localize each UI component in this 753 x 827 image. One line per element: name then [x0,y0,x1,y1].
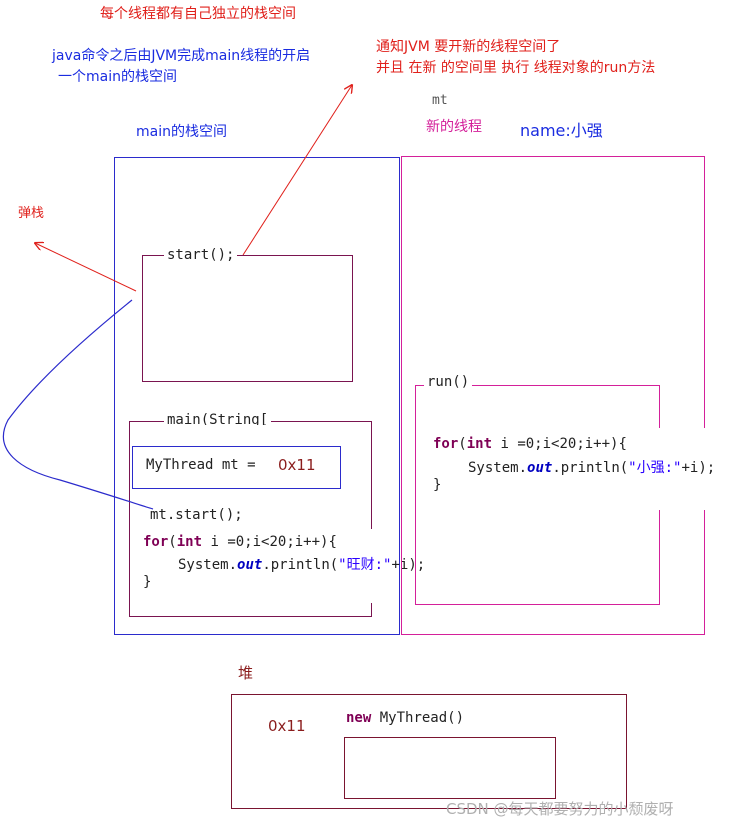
main-print-line: System.out.println("旺财:"+i); [178,554,425,574]
heap-constructor: MyThread() [371,710,465,726]
out-field: out [527,460,553,476]
variable-box [132,446,341,489]
heap-address: 0x11 [268,717,306,735]
pop-stack-note: 弹栈 [18,206,45,221]
heap-new-expression: new MyThread() [346,710,464,726]
thread-for-line: for(int i =0;i<20;i++){ [433,436,627,452]
pop-stack-arrow [35,243,137,292]
start-call: mt.start(); [150,507,243,523]
main-for-line: for(int i =0;i<20;i++){ [143,534,337,550]
watermark: CSDN @每天都要努力的小颓废呀 [446,800,674,818]
thread-print-line: System.out.println("小强:"+i); [468,457,715,477]
call-curve [2,299,154,510]
print-method: .println( [262,557,339,573]
int-keyword: int [176,534,203,550]
out-field: out [237,557,263,573]
loop-condition: i =0;i<20;i++){ [492,436,627,452]
for-keyword: for [433,436,459,452]
main-close-brace: } [143,574,152,590]
for-keyword: for [143,534,169,550]
main-code-block: for(int i =0;i<20;i++){ System.out.print… [138,529,425,603]
note-notify-line1: 通知JVM 要开新的线程空间了 [376,39,561,55]
heap-box [231,694,627,809]
main-stack-box [114,157,400,635]
heap-object-box [344,737,556,799]
variable-address-value: 0x11 [278,456,316,474]
variable-declaration: MyThread mt = [146,457,256,473]
thread-code-block: for(int i =0;i<20;i++){ System.out.print… [424,428,744,510]
start-frame-label: start(); [164,247,238,263]
print-string: "小强:" [628,460,682,476]
start-frame-box [142,255,353,382]
thread-name-label: name:小强 [520,121,603,140]
main-stack-label: main的栈空间 [136,124,227,140]
print-prefix: System. [468,460,528,476]
print-suffix: +i); [681,460,716,476]
note-jvm-line2: 一个main的栈空间 [58,69,177,85]
thread-stack-box [401,156,705,635]
loop-condition: i =0;i<20;i++){ [202,534,337,550]
notify-arrow [242,85,352,256]
int-keyword: int [466,436,493,452]
new-thread-label: 新的线程 [426,119,482,135]
print-string: "旺财:" [338,557,392,573]
print-prefix: System. [178,557,238,573]
print-method: .println( [552,460,629,476]
note-each-thread-stack: 每个线程都有自己独立的栈空间 [100,6,296,22]
note-jvm-line1: java命令之后由JVM完成main线程的开启 [52,48,311,64]
print-suffix: +i); [391,557,426,573]
heap-label: 堆 [238,664,254,682]
note-notify-line2: 并且 在新 的空间里 执行 线程对象的run方法 [376,60,656,76]
thread-close-brace: } [433,477,442,493]
run-frame-title: run() [424,374,473,390]
new-keyword: new [346,710,372,726]
main-frame-title: main(String[ [164,412,272,425]
thread-variable-label: mt [432,93,448,108]
